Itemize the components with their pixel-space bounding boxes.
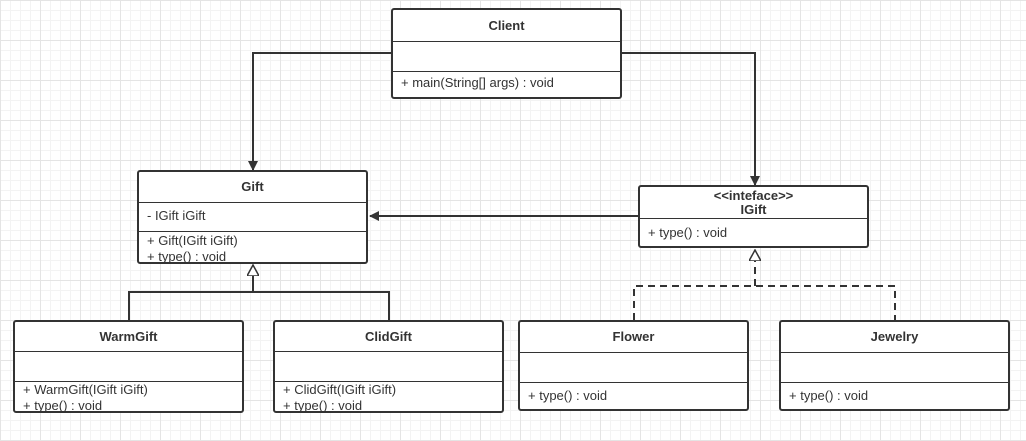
- class-clidgift-name: ClidGift: [275, 322, 502, 352]
- class-gift-attributes: - IGift iGift: [139, 203, 366, 232]
- class-clidgift-method: + type() : void: [283, 398, 363, 413]
- class-clidgift-methods: + ClidGift(IGift iGift) + type() : void: [275, 382, 502, 416]
- class-gift-attribute: - IGift iGift: [147, 208, 206, 223]
- class-gift-name: Gift: [139, 172, 366, 203]
- warmgift-generalization-line[interactable]: [128, 291, 390, 320]
- class-clidgift-attributes: [275, 352, 502, 382]
- class-igift-header: <<inteface>> IGift: [640, 187, 867, 219]
- class-warmgift-method: + WarmGift(IGift iGift): [23, 382, 148, 397]
- class-igift-stereotype: <<inteface>>: [713, 187, 794, 203]
- class-jewelry[interactable]: Jewelry + type() : void: [779, 320, 1010, 411]
- class-warmgift-name: WarmGift: [15, 322, 242, 352]
- class-warmgift-method: + type() : void: [23, 398, 103, 413]
- class-client-attributes: [393, 42, 620, 72]
- class-client-name: Client: [393, 10, 620, 42]
- class-gift-method: + Gift(IGift iGift): [147, 233, 238, 248]
- class-warmgift-attributes: [15, 352, 242, 382]
- class-flower[interactable]: Flower + type() : void: [518, 320, 749, 411]
- class-igift[interactable]: <<inteface>> IGift + type() : void: [638, 185, 869, 248]
- client-to-igift-association[interactable]: [622, 52, 760, 186]
- class-jewelry-attributes: [781, 353, 1008, 383]
- class-flower-methods: + type() : void: [520, 383, 747, 406]
- class-gift-method: + type() : void: [147, 249, 227, 264]
- class-client-methods: + main(String[] args) : void: [393, 72, 620, 93]
- client-to-gift-association[interactable]: [248, 52, 391, 171]
- class-warmgift[interactable]: WarmGift + WarmGift(IGift iGift) + type(…: [13, 320, 244, 413]
- class-clidgift[interactable]: ClidGift + ClidGift(IGift iGift) + type(…: [273, 320, 504, 413]
- realization-line[interactable]: [633, 285, 896, 320]
- class-clidgift-method: + ClidGift(IGift iGift): [283, 382, 397, 397]
- class-flower-name: Flower: [520, 322, 747, 353]
- class-jewelry-name: Jewelry: [781, 322, 1008, 353]
- class-gift-methods: + Gift(IGift iGift) + type() : void: [139, 232, 366, 267]
- class-flower-method: + type() : void: [528, 388, 608, 403]
- class-jewelry-method: + type() : void: [789, 388, 869, 403]
- class-jewelry-methods: + type() : void: [781, 383, 1008, 406]
- class-igift-name: IGift: [740, 201, 767, 217]
- class-client[interactable]: Client + main(String[] args) : void: [391, 8, 622, 99]
- class-gift[interactable]: Gift - IGift iGift + Gift(IGift iGift) +…: [137, 170, 368, 264]
- class-flower-attributes: [520, 353, 747, 383]
- class-client-method: + main(String[] args) : void: [401, 75, 554, 90]
- class-igift-method: + type() : void: [648, 225, 728, 240]
- class-igift-methods: + type() : void: [640, 219, 867, 243]
- class-warmgift-methods: + WarmGift(IGift iGift) + type() : void: [15, 382, 242, 416]
